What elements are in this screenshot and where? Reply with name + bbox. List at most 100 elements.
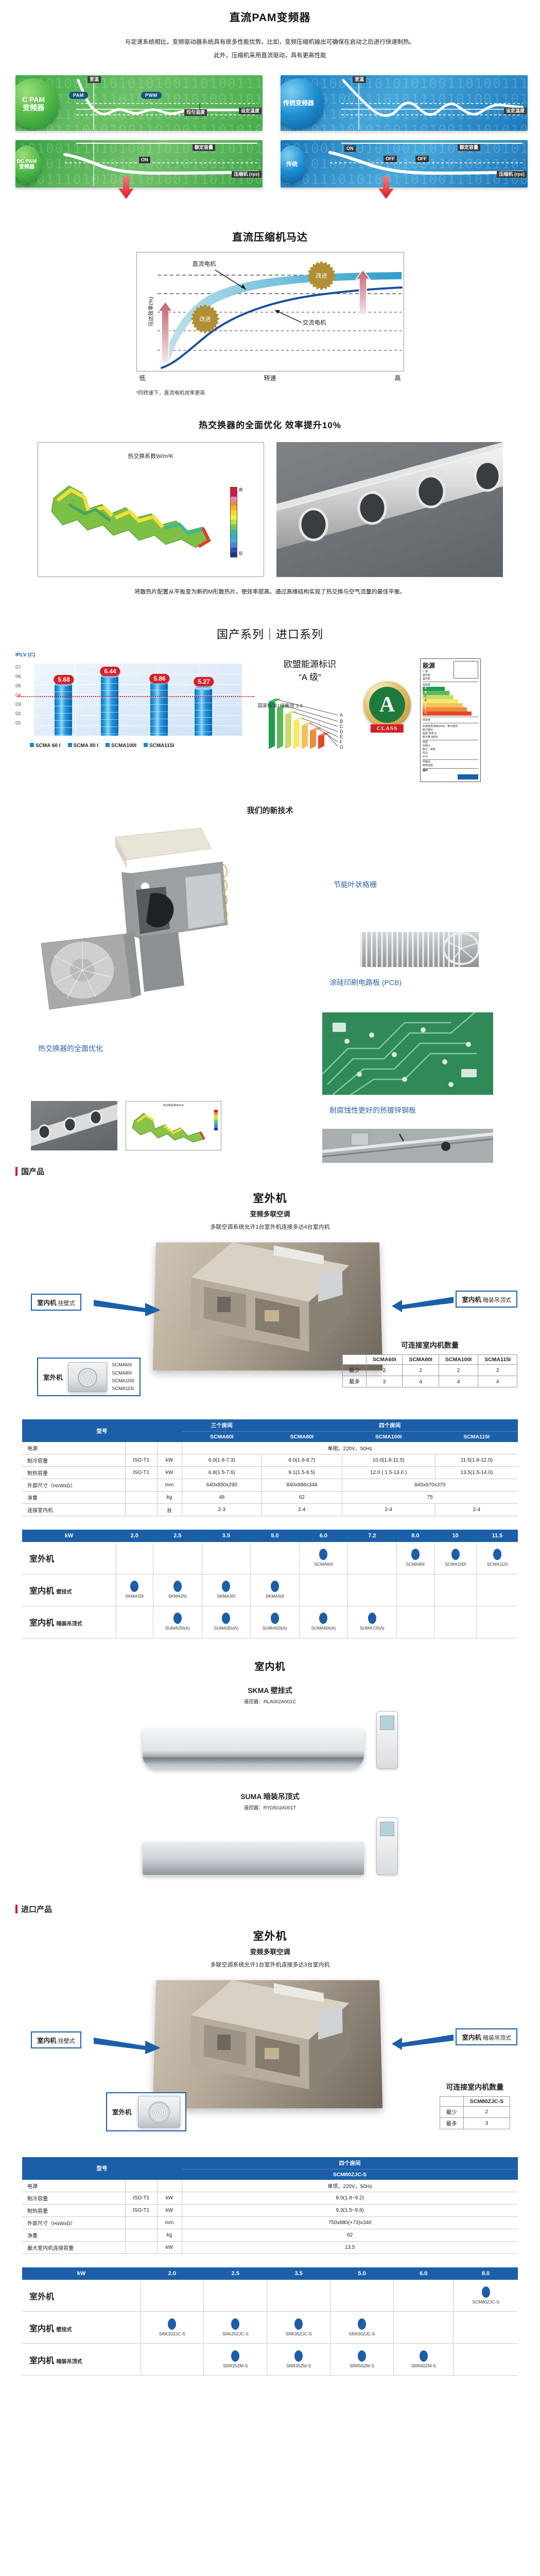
iplv-plot-area xyxy=(34,664,242,736)
iplv-ytick-05: 05 xyxy=(15,683,21,689)
domestic-spec-table: 型号 三个房间 四个房间 SCMA60I SCMA80I SCMA100I SC… xyxy=(22,1419,518,1517)
spec-r1-unit: kW xyxy=(157,1454,182,1467)
ispec-r3-value: 750x880(+73)x340 xyxy=(182,2216,518,2229)
matrix-kw-0: 2.0 xyxy=(116,1530,153,1543)
xtick-low: 低 xyxy=(139,375,146,382)
matrix-cell: SKMA35I xyxy=(202,1574,251,1606)
tag-even-temp: 均匀温度 xyxy=(184,109,207,116)
callout-outdoor-bold: 室外机 xyxy=(43,1374,63,1382)
spec-r5-v2: 2-4 xyxy=(342,1503,436,1517)
ispec-r3-unit: mm xyxy=(157,2216,182,2229)
matrix-row2-label: 室内机 暗装吊顶式 xyxy=(22,1606,116,1638)
ispec-r3-label: 外部尺寸（HxWxD） xyxy=(22,2216,126,2229)
iplv-ytick-03: 03 xyxy=(15,702,21,708)
eu-title-line1: 欧盟能源标识 xyxy=(284,659,336,670)
svg-text:C: C xyxy=(340,724,343,729)
spec-model-1: SCMA80I xyxy=(262,1431,342,1443)
room-cutaway-render xyxy=(152,1980,383,2108)
ispec-r1-value: 8.0(1.8~9.2) xyxy=(182,2192,518,2205)
conn-title: 可连接室内机数量 xyxy=(400,1341,459,1350)
room-cutaway-render xyxy=(152,1242,383,1371)
matrix-row0-label: 室外机 xyxy=(22,1542,116,1574)
matrix-cell: SKMA50I xyxy=(250,1574,300,1606)
cfd-small-colorbar xyxy=(214,1110,218,1131)
matrix-cell xyxy=(434,1606,477,1638)
pcb-photo xyxy=(322,1012,493,1095)
badge-line1: 传统 xyxy=(286,161,298,167)
matrix-cell: SUMA35I(A) xyxy=(202,1606,251,1638)
svg-text:B: B xyxy=(340,719,343,724)
svg-text:F: F xyxy=(340,739,343,744)
tech-label-grille: 节能叶状格栅 xyxy=(334,880,377,889)
section-heat-exchanger: 热交换器的全面优化 效率提升10% 热交换系数W/m²K xyxy=(0,418,540,596)
wired-remote-controller xyxy=(376,1817,398,1875)
xaxis-label: 转速 xyxy=(264,375,276,382)
matrix-cell: SRK25ZJC-S xyxy=(203,2311,268,2344)
outdoor-unit-thumbnail xyxy=(67,1362,107,1392)
energy-label-line-9: 类型 xyxy=(423,740,478,744)
energy-label-line-12: 风冷 xyxy=(423,752,428,755)
cfd-photo-small: 热交换系数W/m²K xyxy=(126,1101,221,1151)
matrix-cell xyxy=(330,2279,394,2312)
spec-r4-v0: 48 xyxy=(182,1491,262,1504)
table-row: 室内机 暗装吊顶式 SRR25ZM-S SRR35ZM-S SRR50ZM-S … xyxy=(22,2343,518,2376)
spec-r4-v1: 62 xyxy=(262,1491,342,1504)
import-outdoor-desc: 多联空调系统允许1台室外机连接多达3台室内机 xyxy=(210,1961,330,1968)
tech-grid: 节能叶状格栅 涂硅印刷电路板 (PCB) xyxy=(0,823,540,1163)
iplv-value-0: 5.68 xyxy=(54,675,74,685)
motor-chart-note: *同转速下，直流电机效率更高 xyxy=(136,391,205,397)
spec-r0-cond xyxy=(125,1442,158,1455)
spec-r0-merged: 单相，220V，50Hz xyxy=(182,1442,518,1455)
table-header-row: SCMA60I SCMA80I SCMA100I SCMA115I xyxy=(342,1354,517,1365)
callout-indoor-wall-light: 挂壁式 xyxy=(58,2038,75,2044)
matrix-cell xyxy=(393,2311,454,2344)
callout-outdoor[interactable]: 室外机 SCMA60I SCMA80I SCMA100I SCMA115I xyxy=(37,1358,141,1397)
callout-indoor-wall-bold: 室内机 xyxy=(37,2037,57,2044)
iplv-threshold-line xyxy=(18,696,254,698)
matrix-cell: SRK50ZJC-S xyxy=(330,2311,394,2344)
callout-indoor-duct-light: 暗装吊顶式 xyxy=(483,1297,511,1304)
matrix-kw-4: 6.0 xyxy=(299,1530,348,1543)
spec-r5-v0: 2-3 xyxy=(182,1503,262,1517)
a-class-badge: A CLASS xyxy=(363,681,411,733)
table-row: 制冷容量 ISO-T1 kW 6.0(1.8-7.3) 8.0(1.8-8.7)… xyxy=(22,1454,518,1467)
matrix-cell xyxy=(476,1574,518,1606)
wall-mounted-indoor-unit xyxy=(142,1728,364,1769)
callout-indoor-duct[interactable]: 室内机 暗装吊顶式 xyxy=(456,1291,517,1308)
table-row: 制冷容量 ISO-T1 kW 8.0(1.8~9.2) xyxy=(22,2192,518,2205)
imatrix-kw-1: 2.5 xyxy=(203,2267,267,2280)
callout-indoor-wall[interactable]: 室内机 挂壁式 xyxy=(31,1294,81,1311)
callout-indoor-duct[interactable]: 室内机 暗装吊顶式 xyxy=(456,2028,517,2045)
callout-outdoor[interactable]: 室外机 xyxy=(106,2092,186,2131)
domestic-outdoor-sub: 变频多联空调 xyxy=(250,1210,290,1218)
spec-model-0: SCMA60I xyxy=(182,1431,262,1443)
callout-indoor-duct-bold: 室内机 xyxy=(462,2033,481,2041)
callout-indoor-wall[interactable]: 室内机 挂壁式 xyxy=(31,2031,81,2048)
spec-group: 四个房间 xyxy=(182,2157,518,2170)
spec-r3-v2: 845x970x370 xyxy=(342,1479,518,1492)
imatrix-kw-4: 6.0 xyxy=(393,2267,454,2280)
spec-r5-v1: 2-4 xyxy=(262,1503,342,1517)
callout-arrow-icon xyxy=(392,1297,454,1313)
matrix-cell: SUMA72I(A) xyxy=(347,1606,397,1638)
callout-indoor-wall-light: 挂壁式 xyxy=(58,1300,75,1307)
matrix-cell: SRK20ZJC-S xyxy=(141,2311,204,2344)
matrix-kw-6: 8.0 xyxy=(396,1530,434,1543)
ispec-r2-cond: ISO-T1 xyxy=(125,2204,158,2217)
table-row: 室内机 壁挂式 SRK20ZJC-S SRK25ZJC-S SRK35ZJC-S… xyxy=(22,2311,518,2344)
conn-row0-label: 最少 xyxy=(342,1364,367,1377)
table-header-row: 型号 三个房间 四个房间 xyxy=(22,1419,518,1443)
spec-r1-cond: ISO-T1 xyxy=(125,1454,158,1467)
energy-label-line-13: 水冷 xyxy=(423,755,428,759)
conn-row1-label: 最多 xyxy=(342,1376,367,1388)
svg-text:G: G xyxy=(340,744,343,749)
domestic-connection-count: 可连接室内机数量 SCMA60I SCMA80I SCMA100I SCMA11… xyxy=(342,1340,517,1388)
spec-r4-unit: kg xyxy=(157,1491,182,1504)
hx-fin-heatmap xyxy=(50,485,211,548)
table-row: 室外机 SCM80ZJC-S xyxy=(22,2279,518,2312)
conn-table: SCMA60I SCMA80I SCMA100I SCMA115I 最少 2 2… xyxy=(342,1354,517,1388)
spec-r2-label: 制热容量 xyxy=(22,1466,126,1480)
